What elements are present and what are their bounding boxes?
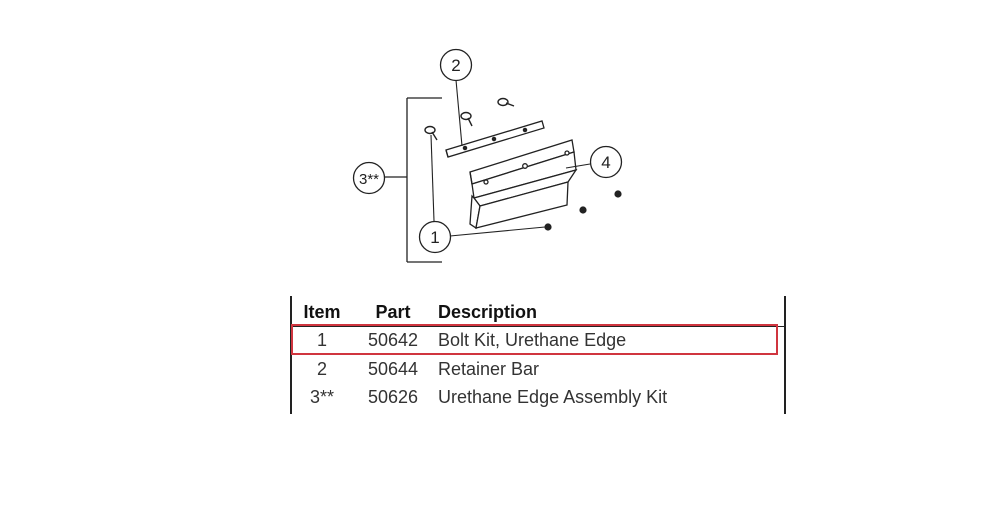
bolt-1: [424, 125, 438, 141]
row-description: Bolt Kit, Urethane Edge: [438, 330, 627, 350]
row-part: 50642: [367, 330, 419, 350]
bolt-3: [497, 97, 515, 107]
assembly-bracket: [383, 97, 442, 263]
nut-2: [579, 206, 587, 214]
row-part: 50644: [367, 359, 419, 379]
row-item: 1: [316, 330, 327, 350]
row-description: Retainer Bar: [438, 359, 540, 379]
svg-text:2: 2: [451, 56, 460, 75]
table-row: 1 50642 Bolt Kit, Urethane Edge: [292, 326, 784, 354]
nut-1: [614, 190, 622, 198]
row-item: 3**: [309, 387, 335, 407]
leader-lines: [430, 79, 591, 237]
row-item: 2: [316, 359, 327, 379]
row-description: Urethane Edge Assembly Kit: [438, 387, 668, 407]
callout-4: 4: [589, 145, 623, 179]
parts-diagram: 2 4 3** 1: [352, 48, 623, 263]
svg-text:4: 4: [601, 153, 610, 172]
callout-3: 3**: [352, 161, 386, 195]
callout-2: 2: [439, 48, 473, 82]
header-description: Description: [438, 302, 538, 322]
svg-text:3**: 3**: [359, 171, 379, 188]
table-row: 2 50644 Retainer Bar: [292, 355, 784, 383]
parts-table: Item Part Description 1 50642 Bolt Kit, …: [290, 296, 786, 414]
urethane-edge: [469, 139, 578, 230]
svg-text:1: 1: [430, 228, 439, 247]
retainer-bar: [445, 120, 545, 158]
row-part: 50626: [367, 387, 419, 407]
nut-3: [544, 223, 552, 231]
bolt-2: [460, 111, 473, 127]
table-header: Item Part Description: [292, 298, 784, 327]
callout-1: 1: [418, 220, 452, 254]
table-row: 3** 50626 Urethane Edge Assembly Kit: [292, 383, 784, 411]
header-part: Part: [375, 302, 411, 322]
header-item: Item: [303, 302, 341, 322]
